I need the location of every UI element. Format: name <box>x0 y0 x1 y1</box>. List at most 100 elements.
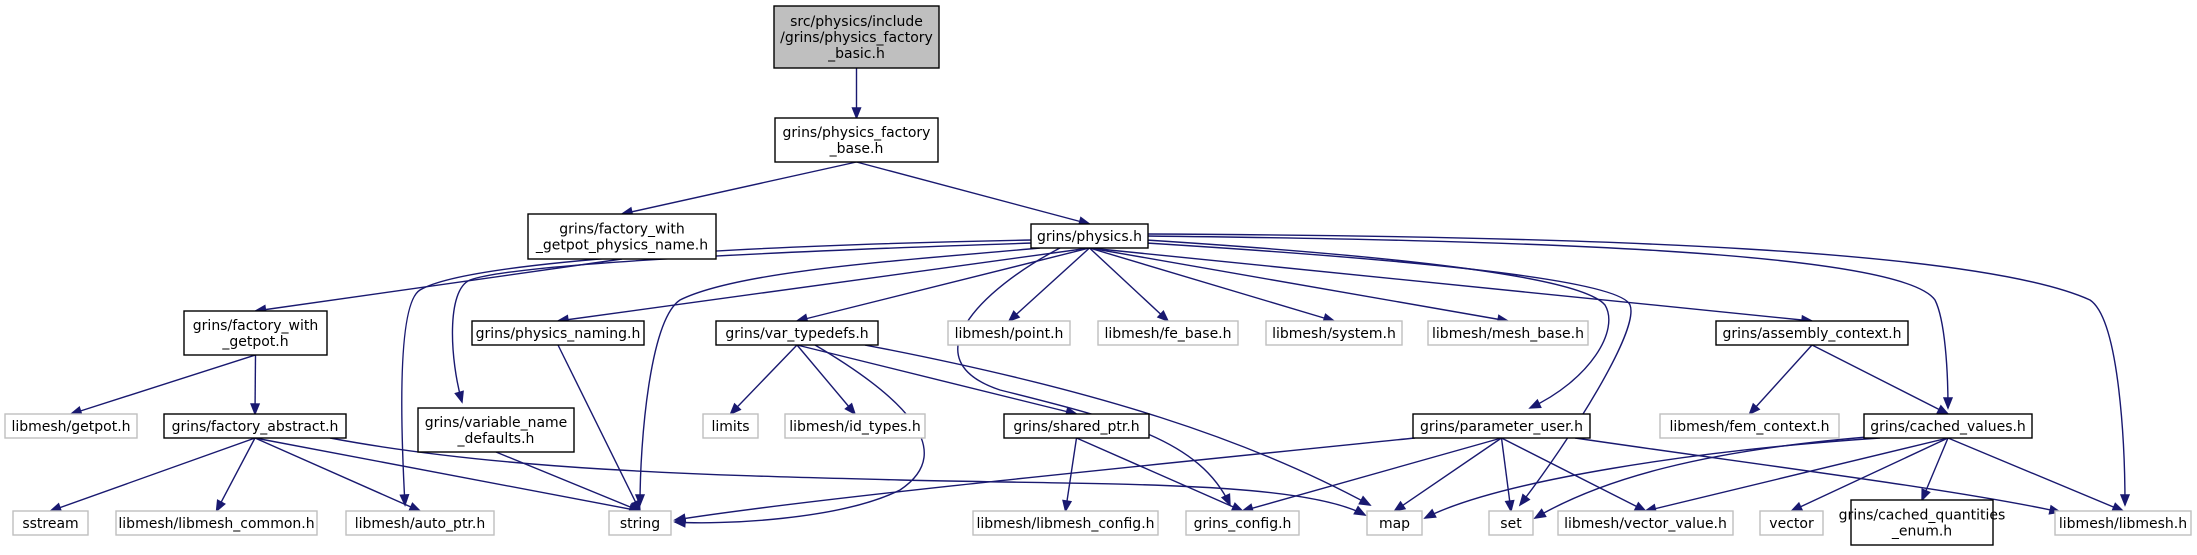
edge-line <box>1574 437 2061 513</box>
edge-arrowhead <box>2111 502 2125 512</box>
node-pfbase[interactable]: grins/physics_factory_base.h <box>774 117 939 163</box>
edge-line <box>557 344 641 512</box>
node-libmesh: libmesh/libmesh.h <box>2054 510 2192 536</box>
node-label: libmesh/libmesh_common.h <box>118 516 314 532</box>
node-box <box>4 413 138 439</box>
node-point: libmesh/point.h <box>947 320 1071 346</box>
node-puser[interactable]: grins/parameter_user.h <box>1412 413 1591 439</box>
node-label: set <box>1500 516 1522 532</box>
node-vnd[interactable]: grins/variable_name_defaults.h <box>417 407 575 453</box>
node-box <box>1557 510 1734 536</box>
edge-physics-point <box>1007 247 1090 323</box>
node-vtd[interactable]: grins/var_typedefs.h <box>715 320 879 346</box>
node-box <box>715 320 879 346</box>
edge-physics-autoptr <box>399 239 1034 507</box>
edge-arrowhead <box>1533 508 1547 519</box>
edges-layer <box>48 68 2131 528</box>
node-getpot: libmesh/getpot.h <box>4 413 138 439</box>
edge-arrowhead <box>48 502 63 513</box>
node-box <box>527 213 717 260</box>
edge-physics-vtd <box>795 247 1090 324</box>
node-box <box>471 320 645 346</box>
node-autoptr: libmesh/auto_ptr.h <box>345 510 495 536</box>
edge-line <box>1145 233 2126 506</box>
node-box <box>1265 320 1403 346</box>
edge-physics-gconfig <box>957 247 1231 507</box>
node-src[interactable]: src/physics/include/grins/physics_factor… <box>773 5 940 69</box>
edge-line <box>1394 437 1502 512</box>
node-lmcommon: libmesh/libmesh_common.h <box>115 510 318 536</box>
node-fwgpn[interactable]: grins/factory_with_getpot_physics_name.h <box>527 213 717 260</box>
edge-arrowhead <box>1062 499 1073 513</box>
node-fwg[interactable]: grins/factory_with_getpot.h <box>183 310 328 356</box>
edge-arrowhead <box>1936 404 1950 415</box>
node-pnaming[interactable]: grins/physics_naming.h <box>471 320 645 346</box>
edge-line <box>329 437 1366 516</box>
edge-line <box>856 161 1090 225</box>
edge-line <box>796 247 1090 322</box>
edge-arrowhead <box>215 499 226 513</box>
edge-arrowhead <box>1748 402 1761 416</box>
edge-line <box>451 242 1034 403</box>
node-label: grins/assembly_context.h <box>1723 326 1902 342</box>
edge-arrowhead <box>1353 505 1367 516</box>
node-label: grins_config.h <box>1194 516 1292 532</box>
node-lmconfig: libmesh/libmesh_config.h <box>972 510 1159 536</box>
node-assembly[interactable]: grins/assembly_context.h <box>1715 320 1909 346</box>
node-label: grins/factory_with <box>193 318 318 334</box>
node-label: libmesh/fem_context.h <box>1669 419 1829 435</box>
node-idtypes: libmesh/id_types.h <box>784 413 926 439</box>
node-label: libmesh/getpot.h <box>11 419 130 435</box>
node-box <box>972 510 1159 536</box>
edge-line <box>1089 247 1813 322</box>
node-label: libmesh/id_types.h <box>789 419 920 435</box>
node-label: /grins/physics_factory <box>780 30 933 46</box>
edge-puser-set <box>1500 437 1515 513</box>
edge-vtd-limits <box>729 344 798 416</box>
edge-arrowhead <box>1007 310 1021 323</box>
edge-arrowhead <box>1423 508 1437 519</box>
edge-arrowhead <box>1633 501 1648 512</box>
edge-line <box>674 344 925 524</box>
node-physics[interactable]: grins/physics.h <box>1030 223 1149 249</box>
node-cqe[interactable]: grins/cached_quantities_enum.h <box>1839 499 2006 546</box>
node-label: libmesh/libmesh.h <box>2059 516 2187 532</box>
edge-cv-vector <box>1789 437 1949 512</box>
node-cv[interactable]: grins/cached_values.h <box>1863 413 2033 439</box>
edge-assembly-cv <box>1811 344 1950 415</box>
node-box <box>608 510 672 536</box>
node-sptr[interactable]: grins/shared_ptr.h <box>1003 413 1150 439</box>
edge-line <box>1811 344 1949 415</box>
edge-arrowhead <box>1156 310 1170 323</box>
edge-puser-map <box>1392 437 1502 513</box>
node-label: grins/factory_abstract.h <box>172 419 339 435</box>
node-vector: vector <box>1759 510 1824 536</box>
edge-line <box>1089 247 1335 322</box>
node-fabs[interactable]: grins/factory_abstract.h <box>163 413 347 439</box>
edge-arrowhead <box>408 502 422 512</box>
node-label: libmesh/system.h <box>1272 326 1396 342</box>
edge-physics-string <box>634 247 1041 507</box>
edge-arrowhead <box>1789 501 1804 512</box>
edge-line <box>621 161 857 215</box>
node-box <box>183 310 328 356</box>
edge-line <box>254 437 421 512</box>
node-label: libmesh/libmesh_config.h <box>976 516 1154 532</box>
edge-line <box>1645 437 1949 512</box>
edge-arrowhead <box>1528 398 1542 409</box>
edge-physics-system <box>1089 247 1336 323</box>
edge-line <box>1089 247 1509 322</box>
edge-fabs-lmcommon <box>215 437 256 513</box>
edge-vtd-idtypes <box>796 344 857 416</box>
node-map: map <box>1366 510 1423 536</box>
edge-line <box>1748 344 1813 415</box>
edge-arrowhead <box>1392 500 1407 513</box>
edge-line <box>796 344 856 415</box>
edge-vtd-sptr <box>796 344 1079 417</box>
edge-pnaming-string <box>557 344 641 513</box>
edge-arrowhead <box>1358 495 1372 506</box>
node-label: libmesh/vector_value.h <box>1564 516 1727 532</box>
node-meshbase: libmesh/mesh_base.h <box>1427 320 1589 346</box>
edge-cv-set <box>1533 435 1881 519</box>
edge-fabs-map <box>329 437 1367 516</box>
